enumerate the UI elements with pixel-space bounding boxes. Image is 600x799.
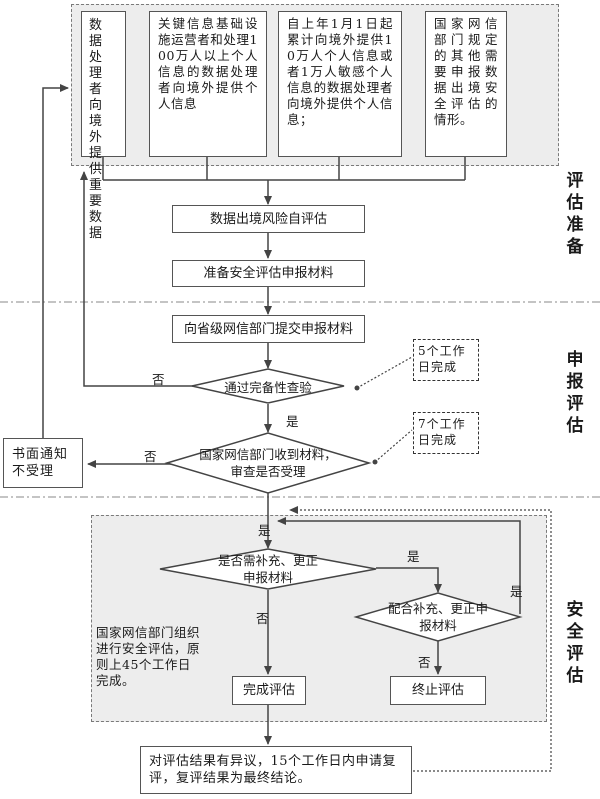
yes-label-accept: 是 (258, 523, 271, 538)
accept-diamond (164, 432, 372, 494)
yes-label-need-supplement: 是 (407, 549, 420, 564)
condition-other: 国家网信部门规定的其他需要申报数据出境安全评估的情形。 (425, 11, 507, 157)
condition-important-data: 数据处理者向境外提供重要数据 (81, 11, 126, 241)
step-submit-materials: 向省级网信部门提交申报材料 (172, 315, 365, 343)
condition-cii-operator: 关键信息基础设施运营者和处理100万人以上个人信息的数据处理者向境外提供个人信息 (149, 11, 267, 157)
completeness-check-label: 通过完备性查验 (224, 380, 312, 395)
reject-notice-box: 书面通知不受理 (3, 438, 83, 488)
phase-label-prep: 评估准备 (566, 171, 584, 257)
no-label-cooperate: 否 (418, 655, 431, 670)
completeness-diamond (191, 368, 345, 404)
review-request-box: 对评估结果有异议，15个工作日内申请复评，复评结果为最终结论。 (140, 746, 412, 794)
no-label-accept: 否 (144, 449, 157, 464)
assessment-duration-note: 国家网信部门组织进行安全评估，原则上45个工作日完成。 (96, 625, 201, 688)
condition-cumulative-export: 自上年1月1日起累计向境外提供10万人个人信息或者1万人敏感个人信息的数据处理者… (278, 11, 402, 157)
no-label-need-supplement: 否 (256, 611, 269, 626)
yes-label-completeness: 是 (286, 414, 299, 429)
need-supplement-diamond (159, 548, 377, 590)
cooperate-supplement-label: 配合补充、更正申报材料 (388, 601, 489, 633)
step-prepare-materials: 准备安全评估申报材料 (172, 260, 365, 287)
acceptance-review-label: 国家网信部门收到材料，审查是否受理 (199, 447, 337, 479)
complete-assessment-box: 完成评估 (232, 676, 306, 705)
yes-label-cooperate: 是 (510, 584, 523, 599)
phase-label-assess: 安全评估 (566, 600, 584, 686)
no-label-completeness: 否 (152, 372, 165, 387)
terminate-assessment-box: 终止评估 (390, 676, 486, 705)
need-supplement-label: 是否需补充、更正申报材料 (218, 553, 319, 585)
phase-label-apply: 申报评估 (566, 350, 584, 436)
seven-day-note: 7个工作日完成 (413, 412, 479, 454)
five-day-note: 5个工作日完成 (413, 339, 479, 381)
cooperate-diamond (353, 592, 523, 642)
step-self-assessment: 数据出境风险自评估 (172, 205, 365, 233)
